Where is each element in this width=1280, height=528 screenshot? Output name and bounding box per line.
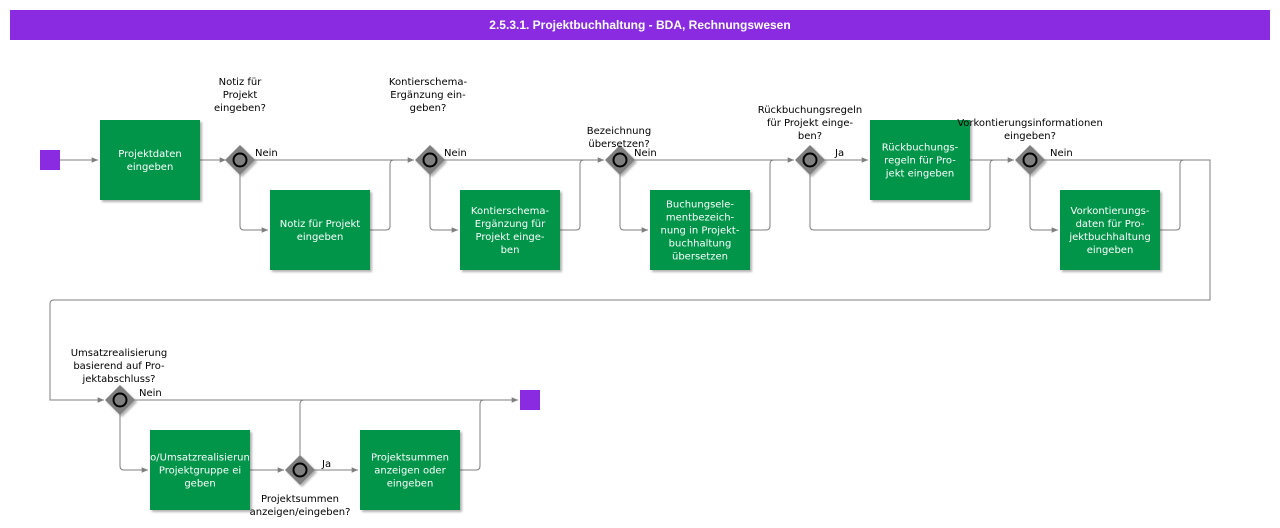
gateway-marker: [612, 152, 628, 168]
gateway-diamond: [105, 385, 135, 415]
gateway-diamond: [795, 145, 825, 175]
gateway-edge-label: Ja: [834, 148, 844, 159]
task-box: [100, 120, 200, 200]
edge-g5-to-t6: [1029, 174, 1058, 233]
gateway-diamond: [605, 145, 635, 175]
edge-g6-to-t7: [119, 414, 148, 473]
gateway-edge-label: Nein: [444, 148, 467, 159]
task-box: [1060, 190, 1160, 270]
gateway-marker: [112, 392, 128, 408]
end-event: [520, 390, 540, 410]
gateway-diamond: [415, 145, 445, 175]
task-box: [150, 430, 250, 510]
gateway-edge-label: Nein: [634, 148, 657, 159]
edge-t6-merge: [1160, 159, 1185, 231]
edge-g1-to-t2: [239, 174, 268, 233]
gateway-edge-label: Nein: [1050, 148, 1073, 159]
task-box: [650, 190, 750, 270]
edge-g2-to-t3: [429, 174, 458, 233]
gateway-g2: Kontierschema-Ergänzung ein-geben? Nein: [389, 77, 468, 175]
gateway-marker: [232, 152, 248, 168]
gateway-marker: [1022, 152, 1038, 168]
task-box: [360, 430, 460, 510]
task-label: Buchungsele-mentbezeich-nung in Projekt-…: [661, 200, 740, 263]
gateway-edge-label: Ja: [321, 459, 331, 470]
edge-g5-nein: [49, 159, 1211, 403]
task-box: [270, 190, 370, 270]
task-label: Vorkontierungs-daten für Pro-jektbuchhal…: [1068, 206, 1150, 256]
task-box: [460, 190, 560, 270]
edge-t4-merge: [750, 159, 775, 231]
connectors: [49, 157, 1211, 473]
task-t6: Vorkontierungs-daten für Pro-jektbuchhal…: [1060, 190, 1160, 270]
start-event: [40, 150, 60, 170]
task-t4: Buchungsele-mentbezeich-nung in Projekt-…: [650, 190, 750, 270]
edge-t2-merge: [370, 159, 395, 231]
edge-g3-to-t4: [619, 174, 648, 233]
edge-t3-merge: [560, 159, 585, 231]
task-label: Rückbuchungs-regeln für Pro-jekt eingebe…: [882, 143, 959, 180]
gateway-diamond: [1015, 145, 1045, 175]
edge-t8-merge: [460, 399, 485, 471]
gateway-diamond: [285, 455, 315, 485]
gateway-marker: [292, 462, 308, 478]
gateway-edge-label: Nein: [139, 388, 162, 399]
gateway-edge-label: Nein: [255, 148, 278, 159]
diagram-title: 2.5.3.1. Projektbuchhaltung - BDA, Rechn…: [10, 10, 1270, 40]
edge-g4-no: [809, 159, 995, 231]
gateway-marker: [422, 152, 438, 168]
edge-g7-no: [299, 399, 305, 456]
gateway-marker: [802, 152, 818, 168]
gateway-question: Kontierschema-Ergänzung ein-geben?: [389, 77, 468, 114]
task-box: [870, 120, 970, 200]
gateway-diamond: [225, 145, 255, 175]
task-t5: Rückbuchungs-regeln für Pro-jekt eingebe…: [870, 120, 970, 200]
